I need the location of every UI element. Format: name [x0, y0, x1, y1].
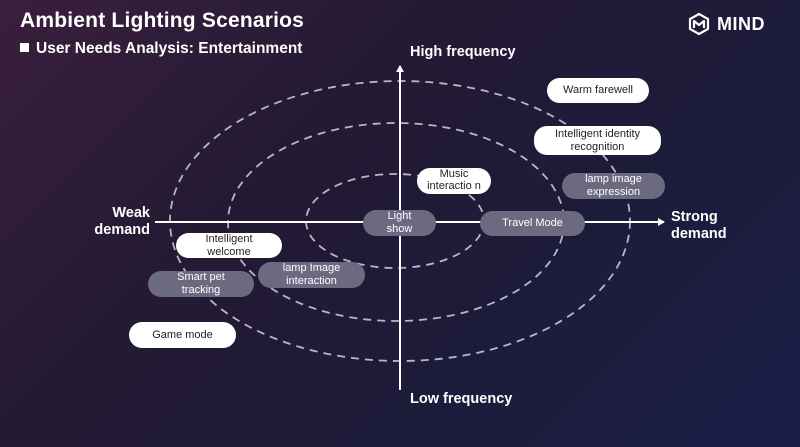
- scenario-intelligent-welcome: Intelligent welcome: [176, 233, 282, 258]
- page-subtitle: User Needs Analysis: Entertainment: [20, 40, 302, 58]
- axis-label-weak-line2: demand: [94, 222, 150, 238]
- page-title: Ambient Lighting Scenarios: [20, 9, 305, 32]
- subtitle-text: User Needs Analysis: Entertainment: [36, 40, 303, 57]
- scenario-lamp-image-expression: lamp image expression: [562, 173, 665, 199]
- axis-label-strong-demand: Strong demand: [671, 209, 727, 243]
- scenario-travel-mode: Travel Mode: [480, 211, 585, 236]
- brand-name: MIND: [717, 13, 765, 34]
- scenario-lamp-image-interaction: lamp Image interaction: [258, 262, 365, 288]
- scenario-smart-pet-tracking: Smart pet tracking: [148, 271, 254, 297]
- scenario-game-mode: Game mode: [129, 322, 236, 348]
- scenario-music-interaction: Music interactio n: [417, 168, 491, 194]
- brand-logo: MIND: [687, 12, 765, 36]
- axis-label-weak-line1: Weak: [112, 205, 150, 221]
- axis-label-high-frequency: High frequency: [410, 44, 516, 60]
- scenario-identity-recognition: Intelligent identity recognition: [534, 126, 661, 155]
- axis-label-strong-line1: Strong: [671, 209, 718, 225]
- scenario-light-show: Light show: [363, 210, 436, 236]
- axis-label-strong-line2: demand: [671, 226, 727, 242]
- scenario-warm-farewell: Warm farewell: [547, 78, 649, 103]
- square-bullet-icon: [20, 43, 29, 52]
- cube-logo-icon: [688, 12, 710, 36]
- axis-label-low-frequency: Low frequency: [410, 391, 513, 407]
- axis-label-weak-demand: Weak demand: [90, 205, 150, 239]
